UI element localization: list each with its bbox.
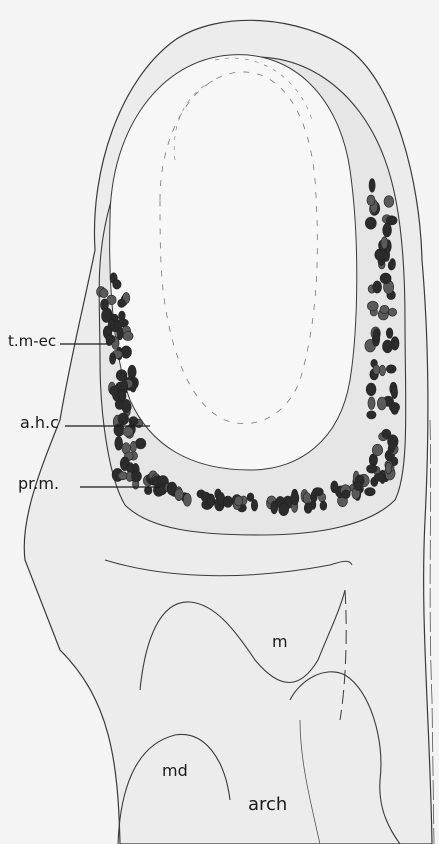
cell-nucleus [367, 411, 376, 419]
cell-nucleus [383, 223, 392, 237]
cell-nucleus [121, 346, 132, 358]
cell-nucleus [391, 386, 397, 398]
cell-nucleus [331, 481, 338, 493]
cell-nucleus [367, 195, 375, 205]
cell-nucleus [130, 441, 136, 452]
cell-nucleus [389, 439, 396, 450]
cell-nucleus [386, 365, 396, 373]
label-t-m-ec: t.m-ec [8, 334, 56, 349]
cell-nucleus [385, 462, 391, 474]
cell-nucleus [354, 481, 362, 490]
cell-nucleus [234, 496, 242, 506]
cell-nucleus [113, 280, 121, 289]
label-a-h-c: a.h.c [20, 415, 59, 431]
cell-nucleus [132, 471, 142, 482]
cell-nucleus [100, 289, 108, 298]
cell-nucleus [175, 489, 184, 501]
cell-nucleus [389, 402, 399, 412]
cell-nucleus [279, 503, 289, 516]
cell-nucleus [251, 499, 257, 511]
cell-nucleus [365, 488, 376, 496]
cell-nucleus [373, 329, 380, 343]
cell-nucleus [373, 281, 382, 293]
cell-nucleus [388, 308, 396, 316]
cell-nucleus [392, 457, 398, 466]
cell-nucleus [367, 465, 378, 474]
cell-nucleus [291, 492, 299, 505]
cell-nucleus [372, 444, 382, 456]
cell-nucleus [106, 335, 115, 344]
label-m: m [272, 634, 288, 650]
cell-nucleus [320, 501, 327, 510]
cell-nucleus [365, 217, 376, 229]
cell-nucleus [366, 383, 376, 396]
cell-nucleus [390, 259, 396, 270]
cell-nucleus [380, 305, 389, 313]
cell-nucleus [115, 436, 123, 450]
cell-nucleus [311, 491, 318, 502]
cell-nucleus [386, 328, 393, 338]
cell-nucleus [144, 486, 152, 494]
cell-nucleus [110, 386, 118, 396]
cell-nucleus [381, 237, 388, 249]
cell-nucleus [374, 473, 385, 481]
cell-nucleus [380, 273, 391, 284]
label-md: md [162, 763, 188, 779]
cell-nucleus [382, 429, 391, 438]
label-arch: arch [248, 796, 287, 814]
label-pr-m: pr.m. [18, 476, 59, 492]
vesicle-lumen [110, 55, 357, 470]
cell-nucleus [369, 179, 375, 193]
cell-nucleus [368, 397, 375, 410]
cell-nucleus [386, 216, 397, 225]
cell-nucleus [123, 427, 133, 437]
cell-nucleus [110, 353, 116, 365]
cell-nucleus [123, 332, 133, 341]
cell-nucleus [223, 496, 233, 507]
cell-nucleus [391, 337, 399, 350]
cell-nucleus [303, 492, 310, 504]
cell-nucleus [373, 365, 380, 375]
cell-nucleus [379, 365, 385, 376]
cell-nucleus [118, 413, 129, 425]
cell-nucleus [367, 301, 378, 311]
cell-nucleus [304, 503, 312, 513]
cell-nucleus [135, 438, 146, 449]
cell-nucleus [377, 397, 386, 410]
cell-nucleus [342, 490, 351, 499]
cell-nucleus [207, 494, 215, 507]
cell-nucleus [384, 196, 394, 208]
cell-nucleus [116, 370, 127, 381]
cell-nucleus [118, 299, 126, 307]
cell-nucleus [183, 493, 191, 506]
cell-nucleus [122, 399, 131, 412]
